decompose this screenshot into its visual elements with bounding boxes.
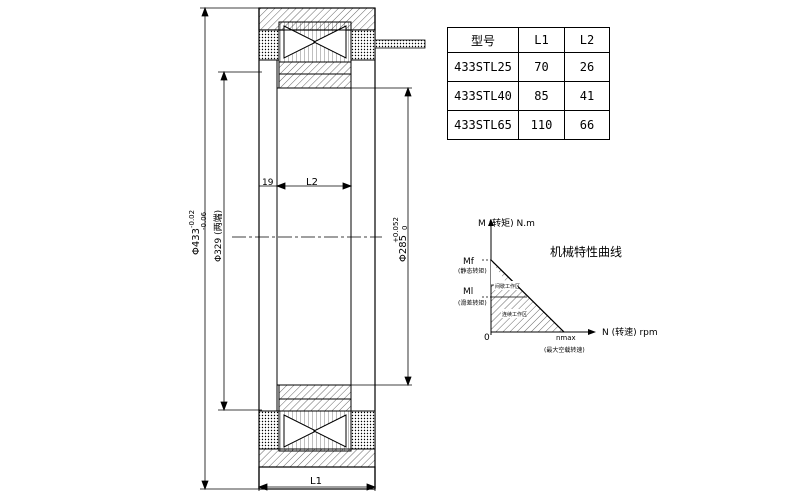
col-header-l2: L2 [564,27,610,53]
inner-dia-label: Φ329 (两端) [212,210,224,262]
mf-sublabel: (静态转矩) [458,267,487,275]
col-header-l1: L1 [518,27,565,53]
ml-sublabel: (滑差转矩) [458,299,487,307]
cell-l1: 85 [518,81,565,111]
mf-label: Mf [463,257,475,267]
origin-label: 0 [484,333,490,343]
col-header-model: 型号 [447,27,519,53]
cell-l1: 110 [518,110,565,140]
l1-label: L1 [310,476,322,487]
zone-upper-label: 间歇工作区 [495,283,520,290]
lead-wire [258,7,426,49]
top-coil [258,21,376,89]
dimension-labels: Φ433-0.02 -0.06 Φ329 (两端) Φ285 +0.052 0 … [188,177,409,487]
x-axis-label: N (转速) rpm [602,326,658,338]
cell-l2: 66 [564,110,610,140]
table-row: 433STL65 110 66 [447,110,610,140]
table-row: 433STL40 85 41 [447,81,610,111]
curve-labels: M (转矩) N.m 机械特性曲线 Mf (静态转矩) Ml (滑差转矩) 间歇… [458,217,658,354]
model-spec-table: 型号 L1 L2 433STL25 70 26 433STL40 85 41 4… [447,27,610,140]
cell-l2: 41 [564,81,610,111]
bore-dia-tol-upper: +0.052 [392,217,400,243]
cell-model: 433STL40 [447,81,519,111]
table-row: 433STL25 70 26 [447,52,610,82]
bore-dia-label: Φ285 [398,235,409,262]
cell-l1: 70 [518,52,565,82]
cell-l2: 26 [564,52,610,82]
width-19-label: 19 [262,178,274,188]
ml-label: Ml [463,287,473,297]
characteristic-curve [482,219,596,335]
zone-lower-label: 连续工作区 [502,311,527,318]
bore-dia-tol-lower: 0 [401,226,409,230]
dimension-lines [200,6,412,491]
curve-title: 机械特性曲线 [550,244,622,259]
outer-dia-label: Φ433-0.02 [188,210,202,255]
nmax-label: nmax [556,334,576,342]
y-axis-label: M (转矩) N.m [478,217,535,229]
nmax-sublabel: (最大空载转速) [544,346,585,354]
cell-model: 433STL65 [447,110,519,140]
l2-label: L2 [306,177,318,188]
cell-model: 433STL25 [447,52,519,82]
bottom-coil [258,384,376,468]
outer-dia-tol-lower: -0.06 [200,211,208,230]
table-header-row: 型号 L1 L2 [447,27,610,53]
